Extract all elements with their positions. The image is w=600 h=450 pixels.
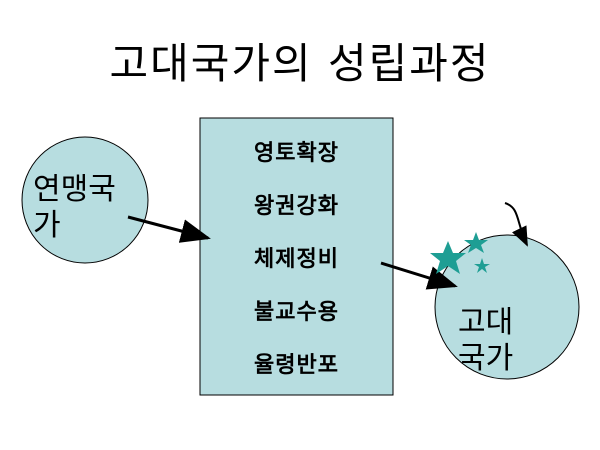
small-star-icon <box>474 258 490 273</box>
box-item-list: 영토확장 왕권강화 체제정비 불교수용 율령반포 <box>200 118 393 395</box>
left-circle-line-2: 가 <box>33 208 61 243</box>
box-item: 불교수용 <box>254 299 339 325</box>
right-circle-line-2: 국가 <box>458 341 514 376</box>
right-circle-label: 고대 국가 <box>458 305 513 377</box>
central-box <box>199 117 394 396</box>
page-title: 고대국가의 성립과정 <box>109 39 491 88</box>
box-item: 체제정비 <box>254 246 339 272</box>
left-circle-line-1: 연맹국 <box>33 172 116 207</box>
large-star-icon <box>430 241 466 274</box>
left-circle-label: 연맹국 가 <box>33 172 116 244</box>
box-item: 율령반포 <box>254 352 339 378</box>
arrow-box-to-right <box>380 261 458 290</box>
curved-arrow <box>504 202 528 247</box>
right-circle-line-1: 고대 <box>458 305 514 340</box>
box-item: 왕권강화 <box>254 193 339 219</box>
medium-star-icon <box>464 232 488 253</box>
arrow-left-to-box <box>127 215 211 243</box>
left-circle <box>21 136 149 264</box>
box-item: 영토확장 <box>254 140 339 166</box>
right-circle <box>434 234 580 380</box>
